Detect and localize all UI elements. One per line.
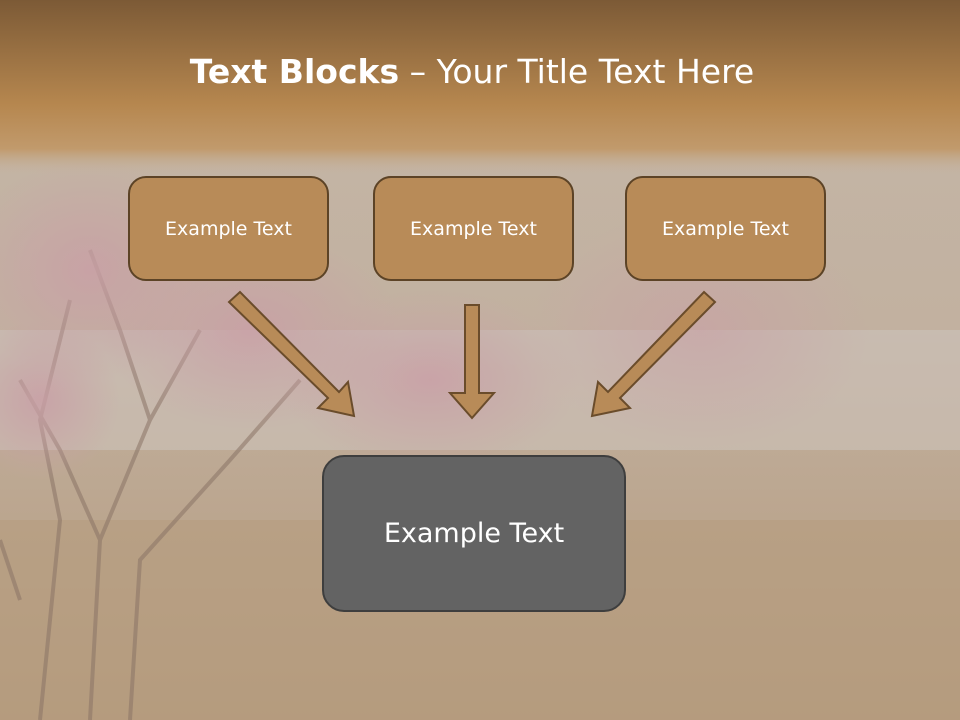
- title-bold-text: Text Blocks: [189, 52, 400, 91]
- text-block-1[interactable]: Example Text: [128, 176, 329, 281]
- title-dash: –: [399, 52, 437, 91]
- slide-title: Text Blocks – Your Title Text Here: [0, 52, 944, 91]
- target-text-block-label: Example Text: [383, 518, 565, 549]
- arrow-middle-down: [447, 304, 497, 420]
- arrow-right-diagonal: [590, 290, 717, 418]
- text-block-3-label: Example Text: [662, 217, 789, 240]
- arrow-left-diagonal: [227, 290, 356, 418]
- text-block-3[interactable]: Example Text: [625, 176, 826, 281]
- title-rest-text: Your Title Text Here: [436, 52, 755, 91]
- text-block-1-label: Example Text: [165, 217, 292, 240]
- text-block-2[interactable]: Example Text: [373, 176, 574, 281]
- text-block-2-label: Example Text: [410, 217, 537, 240]
- target-text-block[interactable]: Example Text: [322, 455, 626, 612]
